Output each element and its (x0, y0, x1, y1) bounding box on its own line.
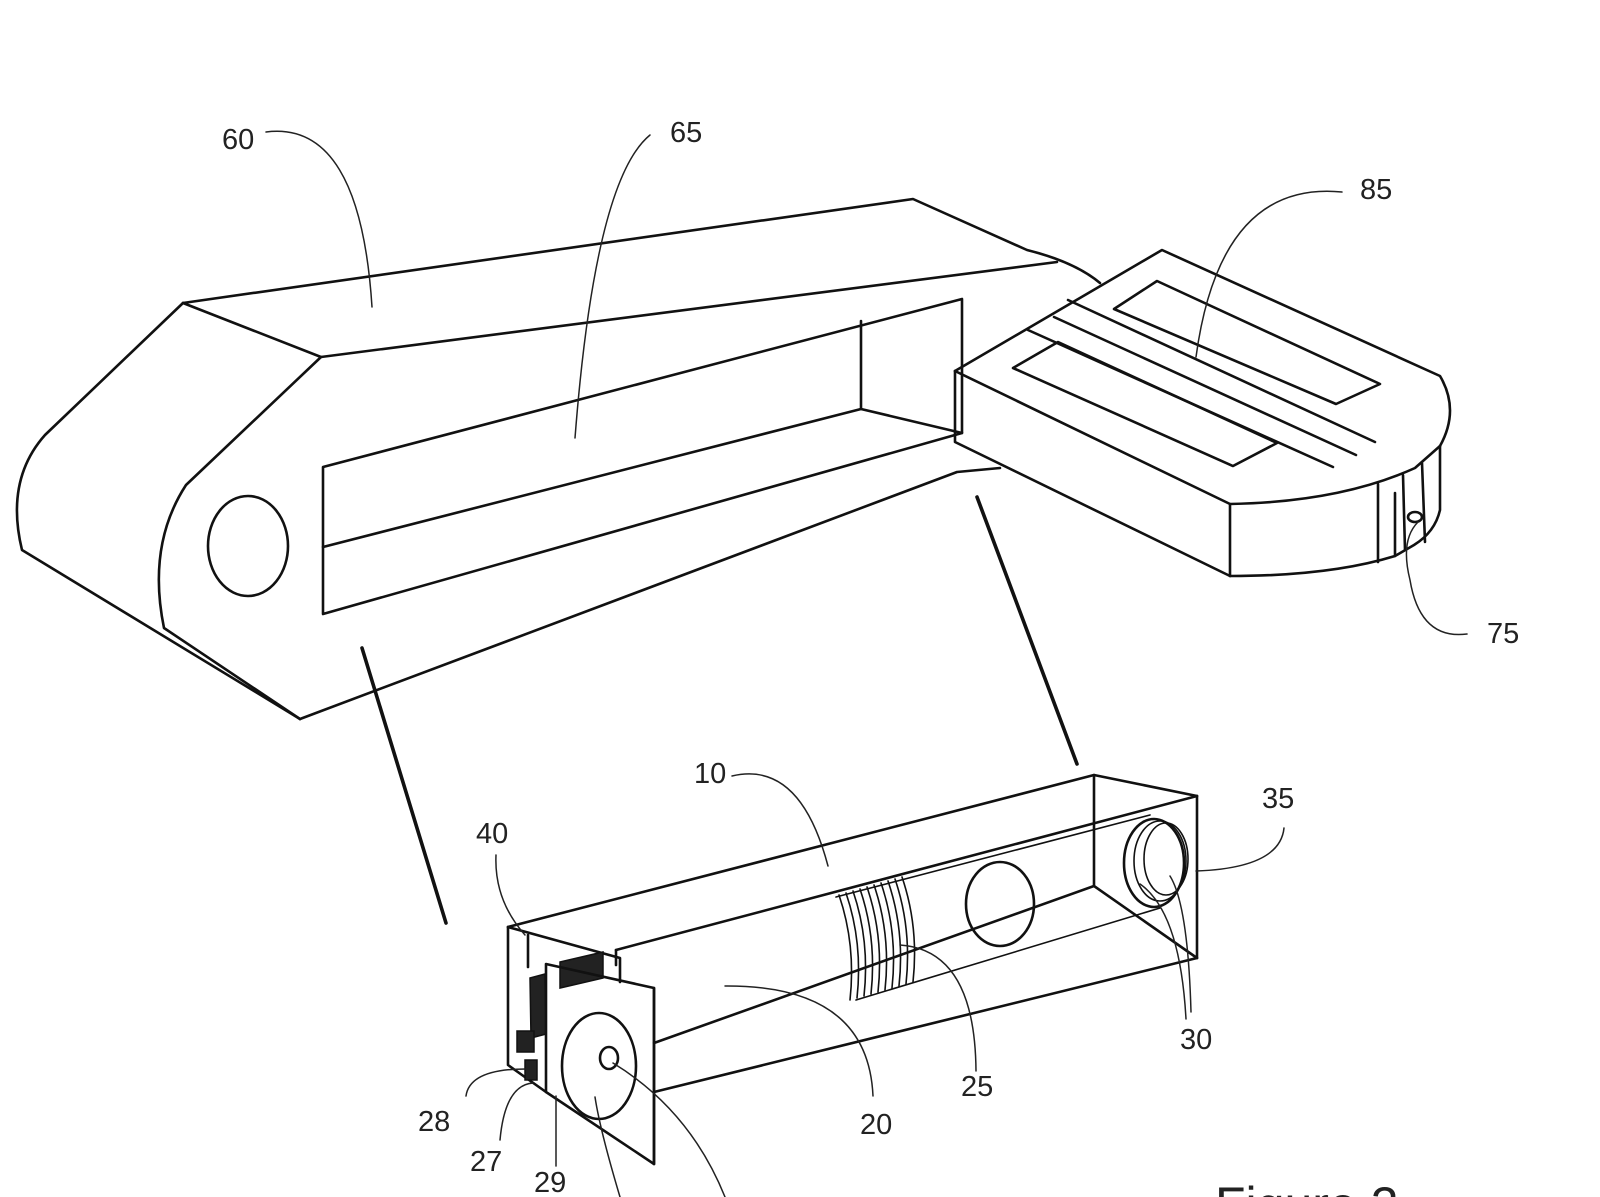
label-60: 60 (222, 124, 254, 156)
reference-labels: 60 65 85 75 10 40 35 30 25 20 28 27 29 (222, 117, 1519, 1197)
switch-body (516, 1030, 535, 1053)
label-10: 10 (694, 758, 726, 790)
end-cap (506, 925, 622, 1094)
leader-lines (265, 130, 1468, 1197)
label-30: 30 (1180, 1024, 1212, 1056)
label-29: 29 (534, 1167, 566, 1197)
rear-disc-inner (1133, 820, 1187, 902)
label-20: 20 (860, 1109, 892, 1141)
opening-rear (1112, 279, 1382, 406)
cartridge-internals (835, 814, 1189, 1001)
chip-top (559, 951, 604, 989)
label-65: 65 (670, 117, 702, 149)
label-27: 27 (470, 1146, 502, 1178)
label-35: 35 (1262, 783, 1294, 815)
guide-line-right (975, 495, 1079, 766)
opening-front (1011, 340, 1279, 468)
label-28: 28 (418, 1106, 450, 1138)
clip-block (953, 248, 1452, 578)
housing-slot (321, 297, 964, 616)
label-40: 40 (476, 818, 508, 850)
piston-face (964, 860, 1036, 948)
label-25: 25 (961, 1071, 993, 1103)
front-disc (560, 1011, 638, 1121)
rear-disc-outer (1122, 817, 1186, 909)
connector-body (524, 1059, 538, 1081)
label-75: 75 (1487, 618, 1519, 650)
guide-line-left (360, 646, 448, 925)
front-plate (544, 962, 656, 1166)
front-disc-hub (598, 1045, 620, 1071)
cartridge-box (506, 773, 1199, 1094)
pin-hole (1406, 510, 1424, 524)
label-85: 85 (1360, 174, 1392, 206)
board-edge (529, 973, 547, 1039)
housing-body (15, 197, 1102, 721)
figure-caption: Figure 2 (1215, 1177, 1398, 1197)
housing-hole (206, 494, 290, 598)
